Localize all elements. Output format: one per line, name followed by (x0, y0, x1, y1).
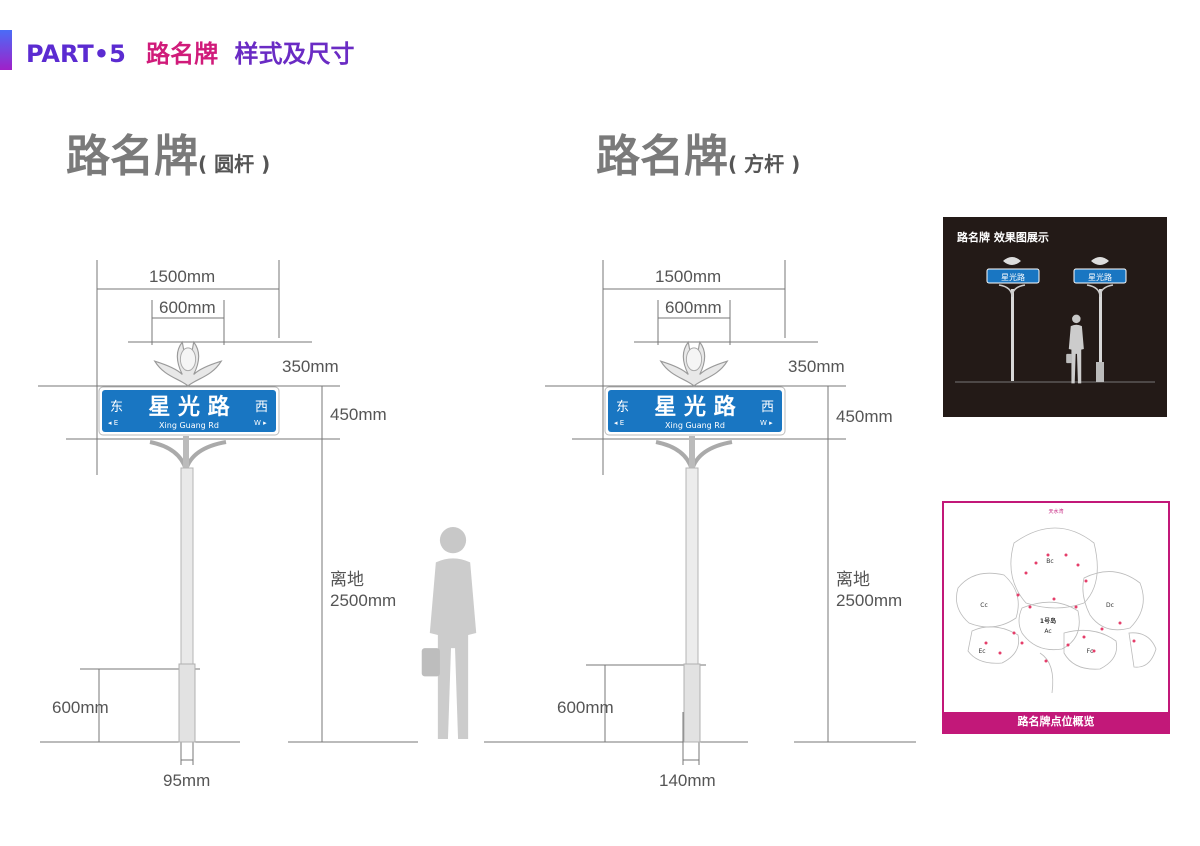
right-signpost: 东 ◂ E 星 光 路 Xing Guang Rd 西 W ▸ 1500mm 6… (484, 260, 916, 790)
right-dim-width-top: 600mm (665, 298, 722, 317)
right-dim-ground-label: 离地 (836, 570, 870, 589)
left-sign-west-en: W ▸ (254, 419, 267, 427)
right-title: 路名牌( 方杆 ) (596, 120, 800, 184)
left-pole (180, 467, 194, 665)
left-sign-west: 西 (255, 400, 268, 415)
left-dim-width-total: 1500mm (149, 267, 215, 286)
map-footer: 路名牌点位概览 (944, 712, 1168, 732)
render-left-sign-name: 星光路 (1001, 272, 1025, 282)
right-sign-name: 星 光 路 (654, 394, 736, 420)
header-part: PART•5 (26, 40, 126, 68)
right-sign-west: 西 (761, 400, 774, 415)
left-ornament-icon (154, 341, 222, 387)
location-map: 天水湾 Bc Cc Dc 1号岛 Ac Ec Fc (956, 508, 1157, 694)
left-sign-panel (102, 390, 276, 432)
header-accent-bar (0, 30, 12, 70)
right-title-main: 路名牌 (596, 131, 728, 182)
right-dim-pole: 140mm (659, 771, 716, 790)
left-dim-pole: 95mm (163, 771, 210, 790)
right-sign-east: 东 (616, 400, 629, 415)
right-dim-sign: 450mm (836, 407, 893, 426)
render-right-sign-name: 星光路 (1088, 272, 1112, 282)
right-ornament-icon (660, 341, 728, 387)
right-title-sub: ( 方杆 ) (728, 152, 801, 176)
right-dim-base: 600mm (557, 698, 614, 717)
left-sign-name: 星 光 路 (148, 394, 230, 420)
left-title-sub: ( 圆杆 ) (198, 152, 271, 176)
left-title-main: 路名牌 (66, 131, 198, 182)
location-map-panel: 天水湾 Bc Cc Dc 1号岛 Ac Ec Fc (942, 501, 1170, 734)
right-sign-west-en: W ▸ (760, 419, 773, 427)
map-zone-island: 1号岛 (1040, 617, 1056, 625)
left-dim-sign: 450mm (330, 405, 387, 424)
map-zone-ec: Ec (978, 648, 985, 655)
map-zone-ac: Ac (1044, 628, 1051, 635)
page-header: PART•5 路名牌 样式及尺寸 (26, 34, 355, 69)
right-dim-ground-value: 2500mm (836, 591, 902, 610)
render-preview-panel: 路名牌 效果图展示 星光路 星光路 (943, 217, 1167, 417)
left-sign-east: 东 (110, 400, 123, 415)
header-title-rest: 样式及尺寸 (234, 40, 355, 68)
left-dim-ground-label: 离地 (330, 570, 364, 589)
left-title: 路名牌( 圆杆 ) (66, 120, 270, 184)
right-pole (685, 467, 699, 665)
map-zone-fc: Fc (1087, 648, 1094, 655)
right-dim-ornament: 350mm (788, 357, 845, 376)
left-dim-base: 600mm (52, 698, 109, 717)
right-sign-east-en: ◂ E (614, 419, 624, 427)
map-zone-dc: Dc (1106, 602, 1114, 609)
left-dim-width-top: 600mm (159, 298, 216, 317)
right-dim-width-total: 1500mm (655, 267, 721, 286)
map-top-label: 天水湾 (1048, 508, 1063, 515)
render-preview-scene: 星光路 星光路 (955, 257, 1155, 384)
left-signpost: 东 ◂ E 星 光 路 Xing Guang Rd 西 W ▸ 1500mm 6… (38, 260, 418, 790)
left-dim-ornament: 350mm (282, 357, 339, 376)
header-title-main: 路名牌 (146, 40, 219, 68)
left-sign-name-en: Xing Guang Rd (159, 421, 219, 430)
left-sign-east-en: ◂ E (108, 419, 118, 427)
map-zone-bc: Bc (1046, 558, 1053, 565)
left-dim-ground-value: 2500mm (330, 591, 396, 610)
right-sign-name-en: Xing Guang Rd (665, 421, 725, 430)
right-sign-panel (608, 390, 782, 432)
map-zone-cc: Cc (980, 602, 988, 609)
person-silhouette-icon (421, 527, 477, 739)
render-preview-title: 路名牌 效果图展示 (957, 231, 1049, 244)
